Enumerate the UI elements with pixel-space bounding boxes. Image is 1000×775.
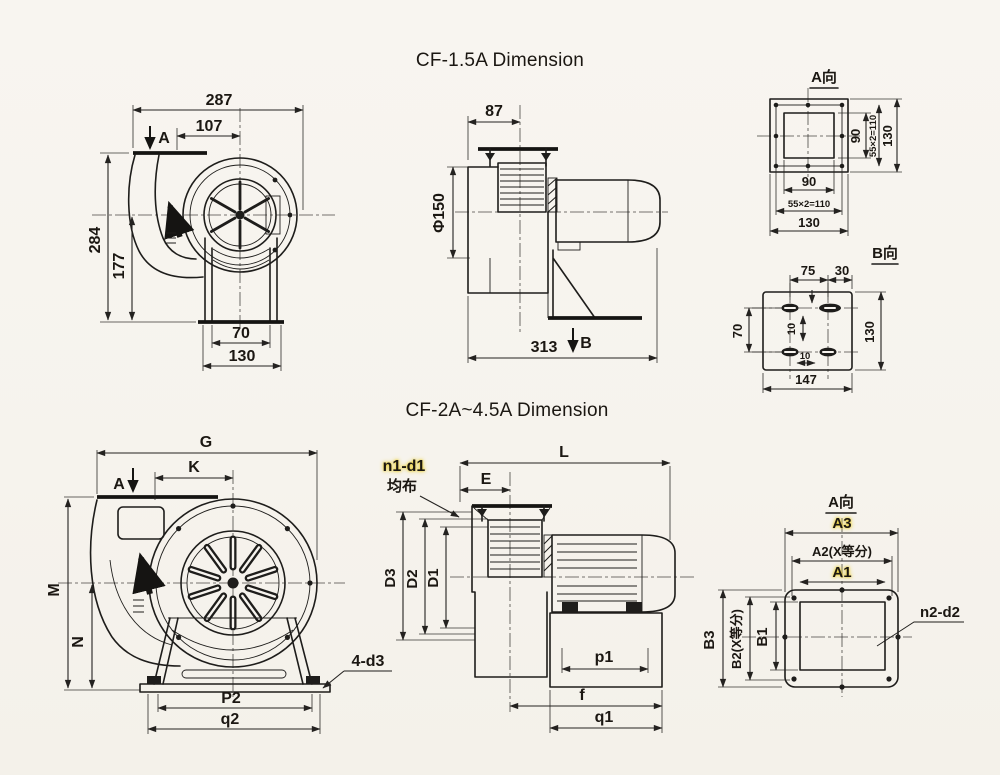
right-foot [306, 676, 320, 684]
cf15a-view-a: A向 90 55×2=110 130 90 55×2=110 130 [757, 68, 902, 236]
dim-G: G [200, 434, 212, 451]
dim-phi150: Φ150 [431, 193, 448, 233]
cf15a-front-view: 287 107 A 284 177 70 130 [87, 92, 335, 371]
dim-70b: 70 [730, 324, 745, 338]
view-a-letter: A [113, 476, 125, 493]
inlet-collar [487, 519, 543, 578]
support-columns [204, 237, 278, 323]
dim-K: K [188, 459, 200, 476]
dim-B2: B2(X等分) [729, 609, 744, 669]
dim-287: 287 [206, 92, 233, 109]
dim-130b: 130 [862, 321, 877, 343]
dim-M: M [46, 583, 63, 596]
dim-87: 87 [485, 103, 503, 120]
flange-outer [784, 589, 899, 688]
inlet-circle [180, 530, 286, 636]
dim-P2: P2 [221, 690, 241, 707]
base-plate [762, 291, 853, 371]
motor [555, 179, 661, 243]
dim-10-width: 10 [800, 351, 811, 362]
impeller-spokes [210, 180, 270, 250]
duct-opening [799, 601, 886, 671]
dim-147: 147 [795, 372, 817, 387]
rotation-arrow-icon [132, 552, 166, 595]
title-cf15a: CF-1.5A Dimension [416, 50, 584, 71]
motor-foot [626, 602, 642, 612]
cf2a-front-view: G K A M N P2 q2 4-d3 [46, 434, 392, 734]
dim-130-v: 130 [880, 125, 895, 147]
motor-foot [562, 602, 578, 612]
dim-D3: D3 [382, 568, 399, 587]
hub [235, 210, 245, 220]
view-a-letter: A [158, 130, 170, 147]
dim-q1: q1 [595, 709, 614, 726]
cf15a-view-b: B向 75 30 70 10 10 147 130 [730, 244, 899, 393]
label-n2-d2: n2-d2 [920, 604, 960, 621]
dim-10-offset: 10 [786, 323, 798, 335]
title-cf2a: CF-2A~4.5A Dimension [405, 400, 608, 421]
casing-body [467, 166, 549, 294]
dim-A3: A3 [832, 515, 851, 532]
dim-p1: p1 [595, 649, 614, 666]
dim-B3: B3 [701, 630, 718, 649]
flange-outer [769, 98, 849, 173]
dim-284: 284 [87, 227, 104, 254]
view-a-label: A向 [811, 68, 837, 86]
impeller-blades [187, 535, 279, 631]
dim-D2: D2 [404, 569, 421, 588]
dim-f: f [579, 687, 585, 704]
dim-70: 70 [232, 325, 250, 342]
label-4-d3: 4-d3 [352, 653, 385, 670]
dim-107: 107 [196, 118, 223, 135]
dim-B1: B1 [754, 627, 771, 646]
cf2a-view-a: A向 A3 A2(X等分) A1 n2-d2 B3 B2(X等分) B1 [701, 493, 964, 697]
hub [227, 577, 239, 589]
dim-30: 30 [835, 263, 849, 278]
dim-L: L [559, 444, 569, 461]
left-foot [147, 676, 161, 684]
scroll-outer-wall [127, 154, 204, 279]
motor [551, 534, 676, 613]
inlet-collar [497, 162, 547, 213]
rotation-arrow-icon [164, 200, 195, 240]
motor-flange-edge [265, 195, 281, 235]
base-block [549, 612, 663, 688]
dim-N: N [70, 636, 87, 648]
scroll-cutout [117, 506, 165, 540]
support-legs [153, 617, 313, 685]
dim-75: 75 [801, 263, 815, 278]
view-a-label: A向 [828, 493, 854, 511]
dim-130-h: 130 [798, 215, 820, 230]
dim-A1: A1 [832, 564, 851, 581]
dim-pitch-v: 55×2=110 [868, 115, 879, 157]
dim-D1: D1 [425, 568, 442, 587]
casing-body [471, 505, 548, 678]
dim-313: 313 [531, 339, 558, 356]
dim-90-v: 90 [848, 129, 863, 143]
dim-q2: q2 [221, 711, 240, 728]
base-slot [181, 669, 287, 679]
duct-opening [783, 112, 835, 159]
dim-90-h: 90 [802, 174, 816, 189]
dim-130: 130 [229, 348, 256, 365]
scroll-tongue [154, 154, 197, 260]
inlet-circle [203, 178, 277, 252]
dim-pitch-h: 55×2=110 [788, 199, 830, 210]
dim-A2: A2(X等分) [812, 544, 872, 559]
dim-177: 177 [111, 253, 128, 280]
view-b-label: B向 [872, 244, 898, 262]
hatch-strip [543, 534, 553, 578]
dim-E: E [481, 471, 492, 488]
cf2a-side-view: n1-d1 均布 L E D3 D2 [382, 444, 695, 733]
support-gusset [552, 249, 596, 319]
cf15a-side-view: 87 Φ150 313 B [431, 103, 668, 363]
label-n1-d1: n1-d1 [383, 458, 426, 475]
mounting-slots [781, 303, 841, 357]
label-junbu: 均布 [387, 477, 417, 495]
view-b-letter: B [580, 335, 592, 352]
scroll-outer-wall [89, 499, 181, 667]
